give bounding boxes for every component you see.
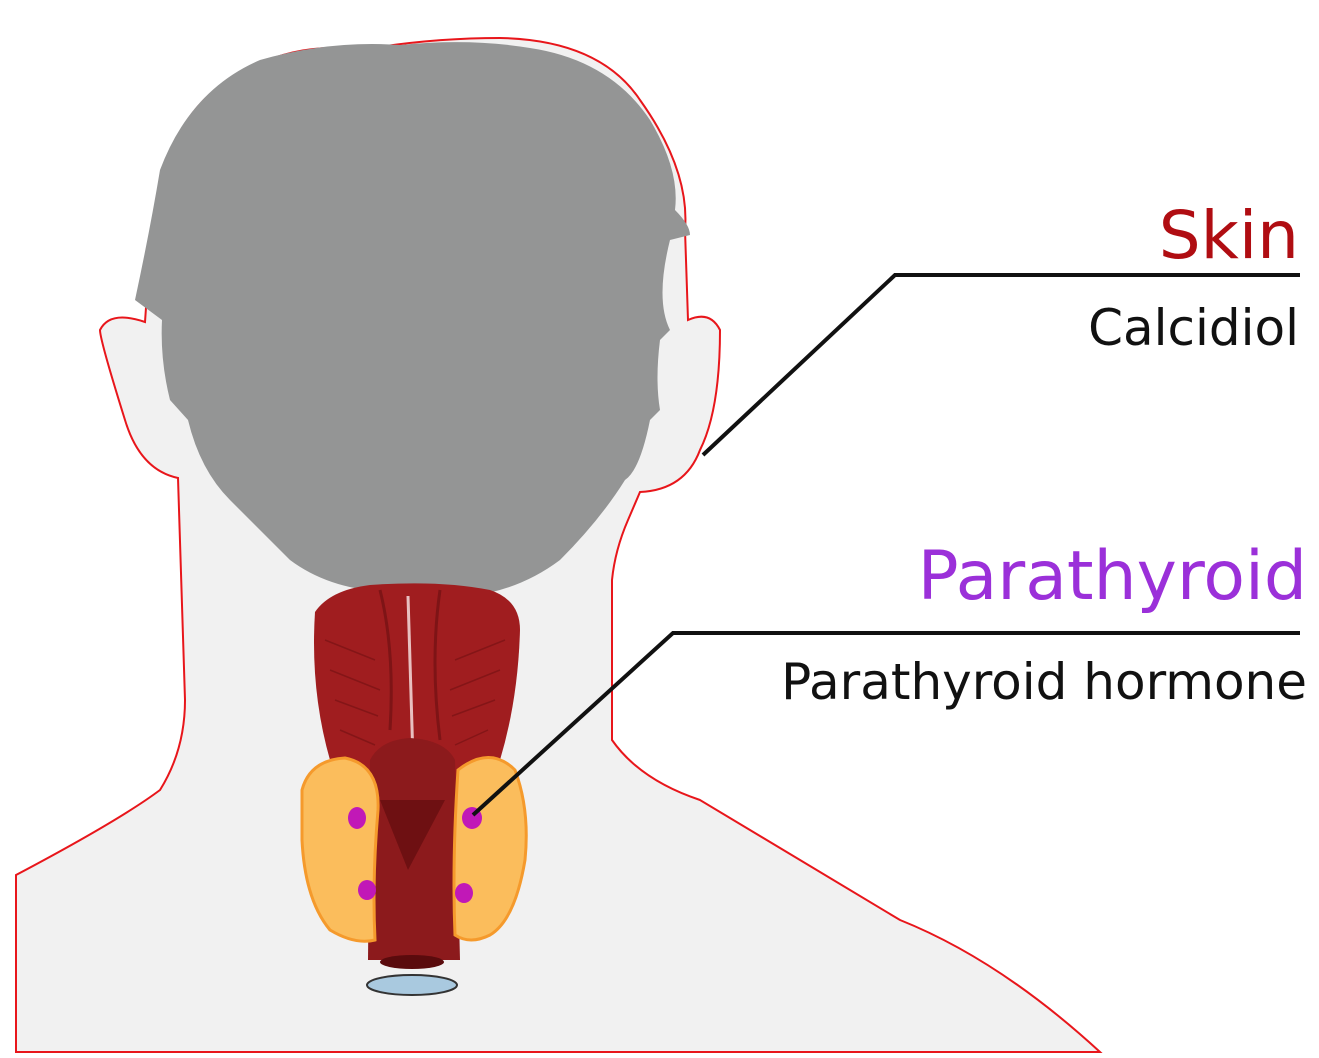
cartilage-ring	[367, 975, 457, 995]
parathyroid-gland-icon	[348, 807, 366, 829]
trachea-opening	[380, 955, 444, 969]
parathyroid-gland-icon	[455, 883, 473, 903]
calcidiol-label: Calcidiol	[1088, 296, 1299, 360]
parathyroid-hormone-label: Parathyroid hormone	[781, 650, 1307, 714]
parathyroid-gland-icon	[358, 880, 376, 900]
parathyroid-label: Parathyroid	[918, 536, 1307, 618]
skin-label: Skin	[1159, 196, 1299, 276]
